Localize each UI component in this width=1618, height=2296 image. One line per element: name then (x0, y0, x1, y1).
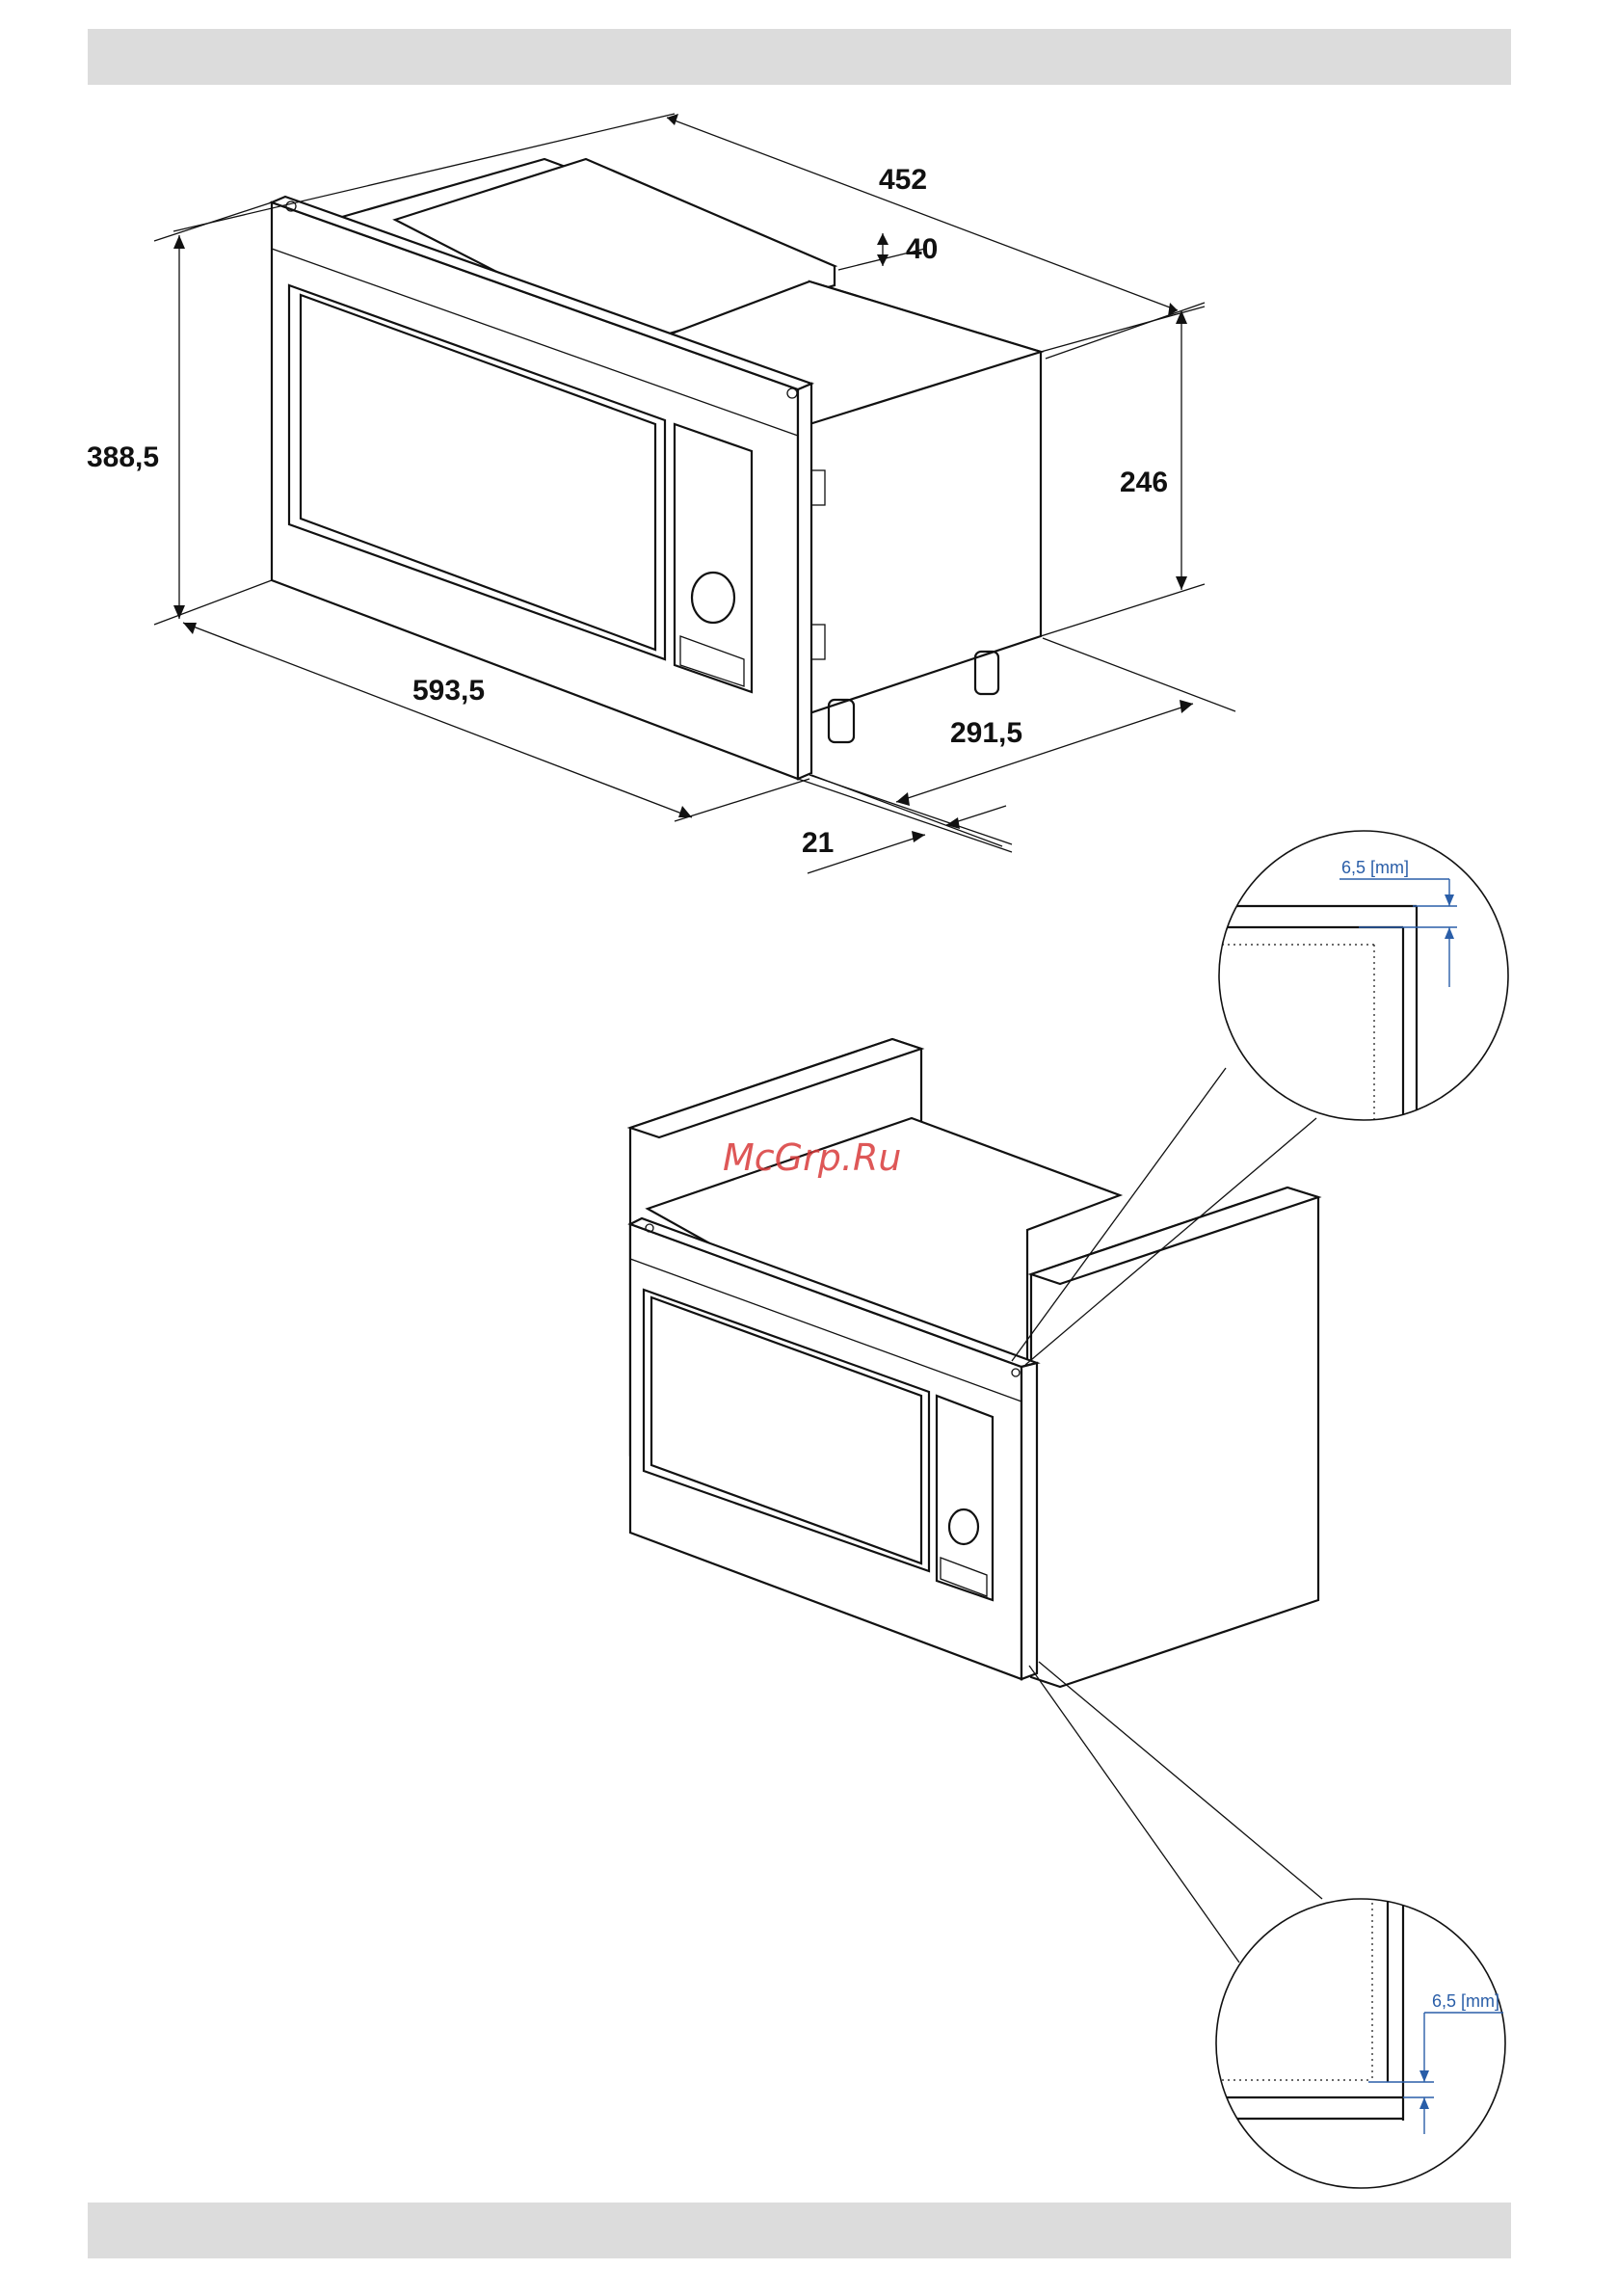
gap-label-bottom: 6,5 [mm] (1432, 1991, 1499, 2011)
dim-label-frame-height: 388,5 (87, 441, 159, 473)
dim-label-frame-width: 593,5 (412, 675, 485, 707)
dim-ext-246-bottom (1041, 584, 1205, 636)
gap-label-top: 6,5 [mm] (1341, 858, 1409, 877)
dim-ext-388-bottom (154, 580, 272, 625)
dim-ext-291-right (1043, 638, 1235, 711)
dim-ext-593-right (675, 779, 809, 821)
callout-leader-bottom-b (1039, 1662, 1322, 1899)
microwave-dimension-drawing: 452 40 388,5 246 593,5 291,5 21 (87, 114, 1235, 873)
callout-leader-bottom-a (1029, 1666, 1239, 1962)
dim-ext-452-right (1046, 303, 1205, 359)
dim-ext-388-top (154, 202, 272, 241)
frame-edge (798, 384, 811, 779)
dim-label-frame-depth: 21 (802, 827, 834, 859)
dim-label-top-step: 40 (906, 233, 938, 265)
cabinet-installation-drawing: McGrp.Ru (630, 1039, 1322, 1962)
dim-ext-246-top (1041, 307, 1205, 352)
dim-ext-21-b (809, 775, 1012, 844)
gap-detail-top: 6,5 [mm] (1205, 831, 1508, 1137)
dim-label-body-height: 246 (1120, 467, 1168, 498)
dim-label-depth-total: 452 (879, 164, 927, 196)
dim-line-291 (896, 704, 1193, 802)
installed-frame-edge (1021, 1363, 1037, 1679)
gap-detail-bottom: 6,5 [mm] (1205, 1880, 1505, 2188)
watermark: McGrp.Ru (723, 1136, 901, 1179)
dim-label-body-depth: 291,5 (950, 717, 1022, 749)
